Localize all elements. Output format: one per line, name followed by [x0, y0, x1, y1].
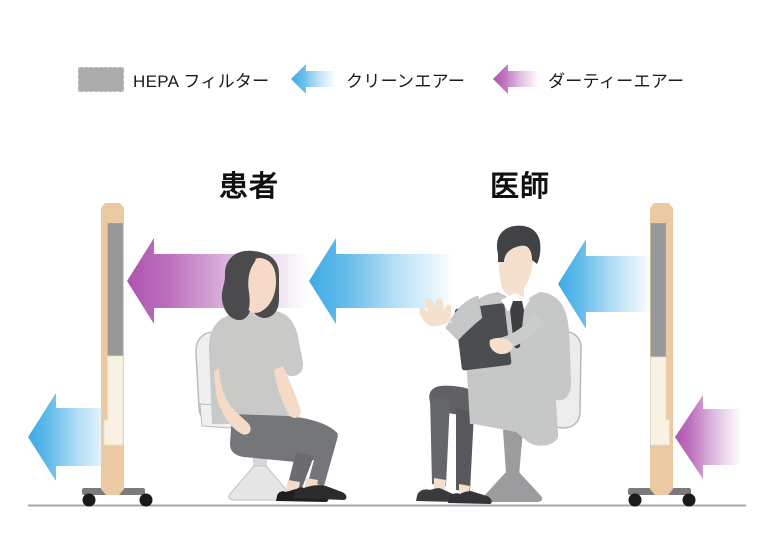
- clean-air-arrow-icon: [291, 63, 336, 94]
- caster-wheel: [82, 493, 96, 507]
- legend-label-clean-air: クリーンエアー: [346, 71, 466, 91]
- patient-top: [208, 310, 304, 424]
- prefilter-panel: [103, 355, 124, 446]
- doctor-near-shin: [430, 396, 450, 486]
- patient-near-shin: [308, 436, 338, 486]
- legend-item-dirty-air: ダーティーエアー: [492, 62, 684, 96]
- dirty-air-intake-arrow-right: [675, 395, 741, 479]
- clean-air-exhaust-arrow-left: [28, 393, 115, 481]
- doctor-right-sleeve: [500, 314, 543, 350]
- right-air-purifier: [628, 203, 696, 507]
- doctor-figure: [416, 225, 572, 504]
- legend-item-hepa-filter: HEPA フィルター: [78, 62, 269, 96]
- doctor-right-hand: [489, 337, 513, 355]
- legend: HEPA フィルター クリーンエアー: [0, 0, 760, 110]
- hepa-filter-swatch-icon: [78, 66, 124, 92]
- doctor-ankle: [434, 478, 446, 490]
- caster-wheel: [139, 493, 153, 507]
- doctor-hair: [496, 225, 541, 264]
- doctor-left-sleeve: [445, 295, 483, 341]
- caster-wheel: [628, 493, 642, 507]
- prefilter-panel: [650, 356, 670, 446]
- clean-air-arrow-purifier-to-doctor: [558, 239, 652, 329]
- patient-far-shin: [288, 452, 314, 488]
- patient-label: 患者: [218, 171, 280, 203]
- legend-label-hepa-filter: HEPA フィルター: [133, 71, 270, 91]
- clean-air-arrow-doctor-to-patient: [309, 238, 455, 324]
- patient-figure: [208, 250, 347, 502]
- legend-label-dirty-air: ダーティーエアー: [548, 71, 685, 91]
- doctor-shoe: [448, 491, 492, 504]
- dirty-air-arrow-patient-to-left-purifier: [127, 238, 308, 324]
- doctor-gesture-hand: [419, 297, 452, 327]
- patient-hair-fringe: [240, 255, 256, 311]
- hepa-filter-panel: [107, 222, 124, 357]
- doctor-shoe: [416, 488, 458, 502]
- hepa-filter-panel: [650, 222, 667, 358]
- patient-right-arm: [274, 366, 301, 419]
- patient-left-arm: [214, 368, 251, 435]
- patient-face: [245, 258, 276, 313]
- doctor-far-shin: [456, 408, 474, 492]
- caster-wheel: [682, 493, 696, 507]
- dirty-air-arrow-icon: [493, 63, 538, 94]
- doctor-label: 医師: [489, 171, 551, 203]
- patient-thighs: [230, 414, 338, 463]
- left-air-purifier: [82, 203, 153, 507]
- legend-item-clean-air: クリーンエアー: [290, 62, 465, 96]
- patient-shoe: [294, 485, 347, 500]
- chair-base: [482, 472, 543, 502]
